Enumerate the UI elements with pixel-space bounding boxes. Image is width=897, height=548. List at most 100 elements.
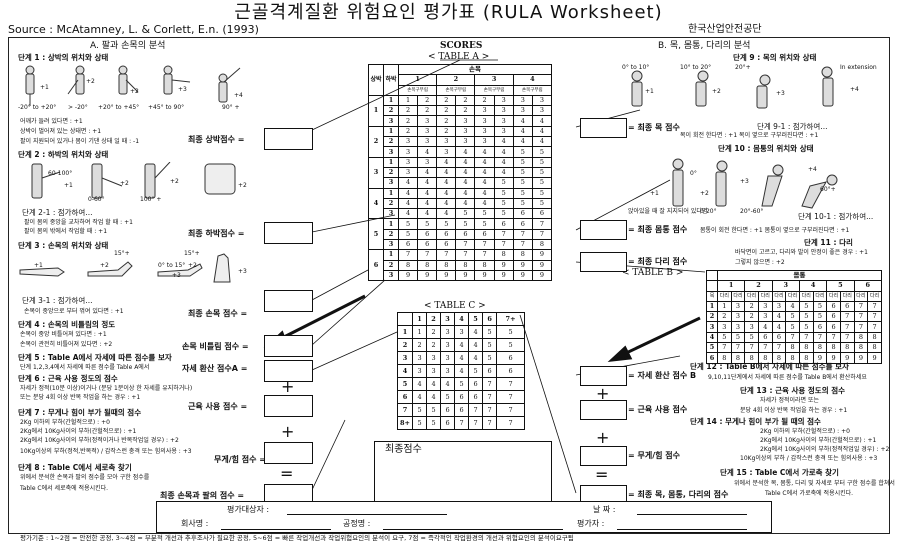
final-leg-score-box[interactable] [580, 252, 627, 272]
table-a-value-cell: 6 [512, 218, 533, 230]
step11-note-2: 그렇지 않으면 : +2 [735, 259, 785, 266]
table-b-value-cell: 3 [744, 321, 759, 333]
company-field[interactable] [221, 529, 331, 530]
table-b-trunk-col: 1 [716, 280, 746, 292]
table-b-caption: < TABLE B > [622, 268, 684, 278]
table-b-row-header: 6 [706, 352, 718, 364]
table-a-lower-arm-cell: 2 [383, 259, 399, 271]
table-b-value-cell: 9 [853, 352, 869, 364]
table-a-value-cell: 6 [512, 208, 533, 220]
final-trunk-score-box[interactable] [580, 220, 627, 240]
section-a-heading: A. 팔과 손목의 분석 [90, 41, 166, 51]
wrist-twist-score-box[interactable] [264, 335, 313, 357]
target-label: 평가대상자 : [227, 505, 270, 514]
final-neck-score-box[interactable] [580, 118, 627, 138]
step9-angle-2: 10° to 20° [680, 64, 712, 71]
wrist-posture-figures [19, 253, 231, 283]
table-b-value-cell: 8 [826, 342, 841, 354]
table-c-value-cell: 7 [454, 416, 470, 430]
table-a-value-cell: 9 [417, 269, 438, 282]
table-a-value-cell: 3 [436, 146, 457, 158]
table-a-value-cell: 7 [474, 249, 495, 261]
force-score-b-box[interactable] [580, 446, 627, 466]
table-a-value-cell: 4 [417, 208, 438, 220]
final-lower-arm-score-box[interactable] [264, 222, 313, 244]
step8-note-1: 위에서 분석한 손목과 팔의 점수를 모아 구한 점수를 [20, 474, 150, 481]
step9-score-2: +2 [712, 88, 721, 95]
lower-arm-posture-figures [31, 162, 236, 199]
step1-note-3: 팔이 지원되어 있거나 몸이 기댄 상태 일 때 : -1 [20, 138, 140, 145]
table-a-value-cell: 4 [436, 208, 457, 220]
table-a-value-cell: 5 [397, 218, 419, 230]
scores-heading: SCORES [440, 41, 483, 51]
table-b-value-cell: 8 [867, 331, 882, 344]
final-upper-arm-score-box[interactable] [264, 128, 313, 150]
table-c-value-cell: 6 [454, 403, 470, 417]
step3-score-1: +1 [34, 262, 43, 269]
trunk-posture-figures [672, 158, 838, 209]
step13-note-1: 자세가 정적이라면 또는 [760, 397, 820, 404]
step11-note-1: 바닥면이 고르고, 다리와 발이 안정이 좋은 경우 : +1 [735, 249, 868, 256]
table-b-leg-subheader: 다리 [730, 290, 746, 302]
table-b-value-cell: 8 [785, 342, 800, 354]
table-b-value-cell: 3 [730, 321, 746, 333]
table-c-col-header: 1 [411, 312, 428, 326]
date-label: 날 짜 : [593, 505, 616, 514]
table-a-value-cell: 5 [397, 228, 419, 241]
force-score-a-box[interactable] [264, 442, 313, 464]
table-c-value-cell: 3 [440, 364, 456, 378]
table-b-value-cell: 3 [757, 311, 773, 323]
table-b-value-cell: 3 [717, 321, 732, 333]
table-a-value-cell: 4 [436, 197, 457, 210]
date-field[interactable] [637, 514, 747, 515]
table-a-value-cell: 3 [474, 105, 495, 117]
table-b-leg-subheader: 다리 [785, 290, 800, 302]
table-a-value-cell: 4 [512, 125, 533, 138]
table-a-lower-arm-cell: 3 [383, 115, 399, 127]
force-score-a-label: 무게/힘 점수 = [214, 455, 266, 464]
table-b-leg-subheader: 다리 [757, 290, 773, 302]
table-c-value-cell: 5 [426, 403, 442, 417]
table-a-value-cell: 9 [436, 269, 457, 282]
table-a-value-cell: 3 [474, 125, 495, 138]
table-c-value-cell: 6 [440, 416, 456, 430]
table-b-value-cell: 5 [717, 331, 732, 344]
table-b-value-cell: 8 [853, 331, 869, 344]
step3-note-1: 손목이 중앙으로 부터 꺾여 있다면 : +1 [24, 308, 124, 315]
table-c-value-cell: 3 [440, 338, 456, 352]
table-a-value-cell: 5 [512, 187, 533, 199]
table-c-col-header: 6 [482, 312, 498, 326]
step2-title: 단계 2 : 하박의 위치와 상태 [18, 150, 109, 159]
table-c-value-cell: 3 [411, 351, 428, 365]
process-field[interactable] [383, 529, 563, 530]
table-a-value-cell: 4 [493, 166, 514, 179]
step2-note-1: 팔이 몸의 중앙을 교차하여 작업 할 때 : +1 [24, 219, 133, 226]
muscle-use-score-b-label: = 근육 사용 점수 [628, 405, 688, 414]
muscle-use-score-b-box[interactable] [580, 400, 627, 420]
table-b-value-cell: 4 [757, 321, 773, 333]
posture-score-a-box[interactable] [264, 360, 313, 382]
table-a-value-cell: 4 [417, 187, 438, 199]
step3-score-5: +3 [238, 268, 247, 275]
table-b-value-cell: 8 [812, 342, 828, 354]
table-a-upper-arm-5: 5 [368, 218, 384, 251]
table-b-value-cell: 6 [757, 331, 773, 344]
table-c-value-cell: 3 [426, 364, 442, 378]
table-a-value-cell: 2 [417, 94, 438, 107]
step7-note-2: 2Kg에서 10Kg사이의 부하(간헐적으로) : +1 [20, 428, 137, 435]
final-wrist-score-box[interactable] [264, 290, 313, 312]
step2-angle-2: 0-60° [88, 196, 105, 203]
table-b-value-cell: 4 [785, 300, 800, 313]
assessor-field[interactable] [617, 529, 747, 530]
target-field[interactable] [287, 514, 447, 515]
posture-score-b-box[interactable] [580, 366, 627, 386]
table-a-value-cell: 4 [436, 166, 457, 179]
table-b-value-cell: 6 [826, 321, 841, 333]
step14-note-1: 2Kg 이하의 부하(간헐적으로) : +0 [760, 428, 850, 435]
table-b-row-header: 2 [706, 311, 718, 323]
table-b-value-cell: 7 [771, 342, 787, 354]
table-b-value-cell: 8 [785, 352, 800, 364]
muscle-use-score-a-box[interactable] [264, 395, 313, 417]
table-a-value-cell: 6 [474, 228, 495, 241]
final-score-box[interactable]: 최종점수 [374, 441, 552, 505]
